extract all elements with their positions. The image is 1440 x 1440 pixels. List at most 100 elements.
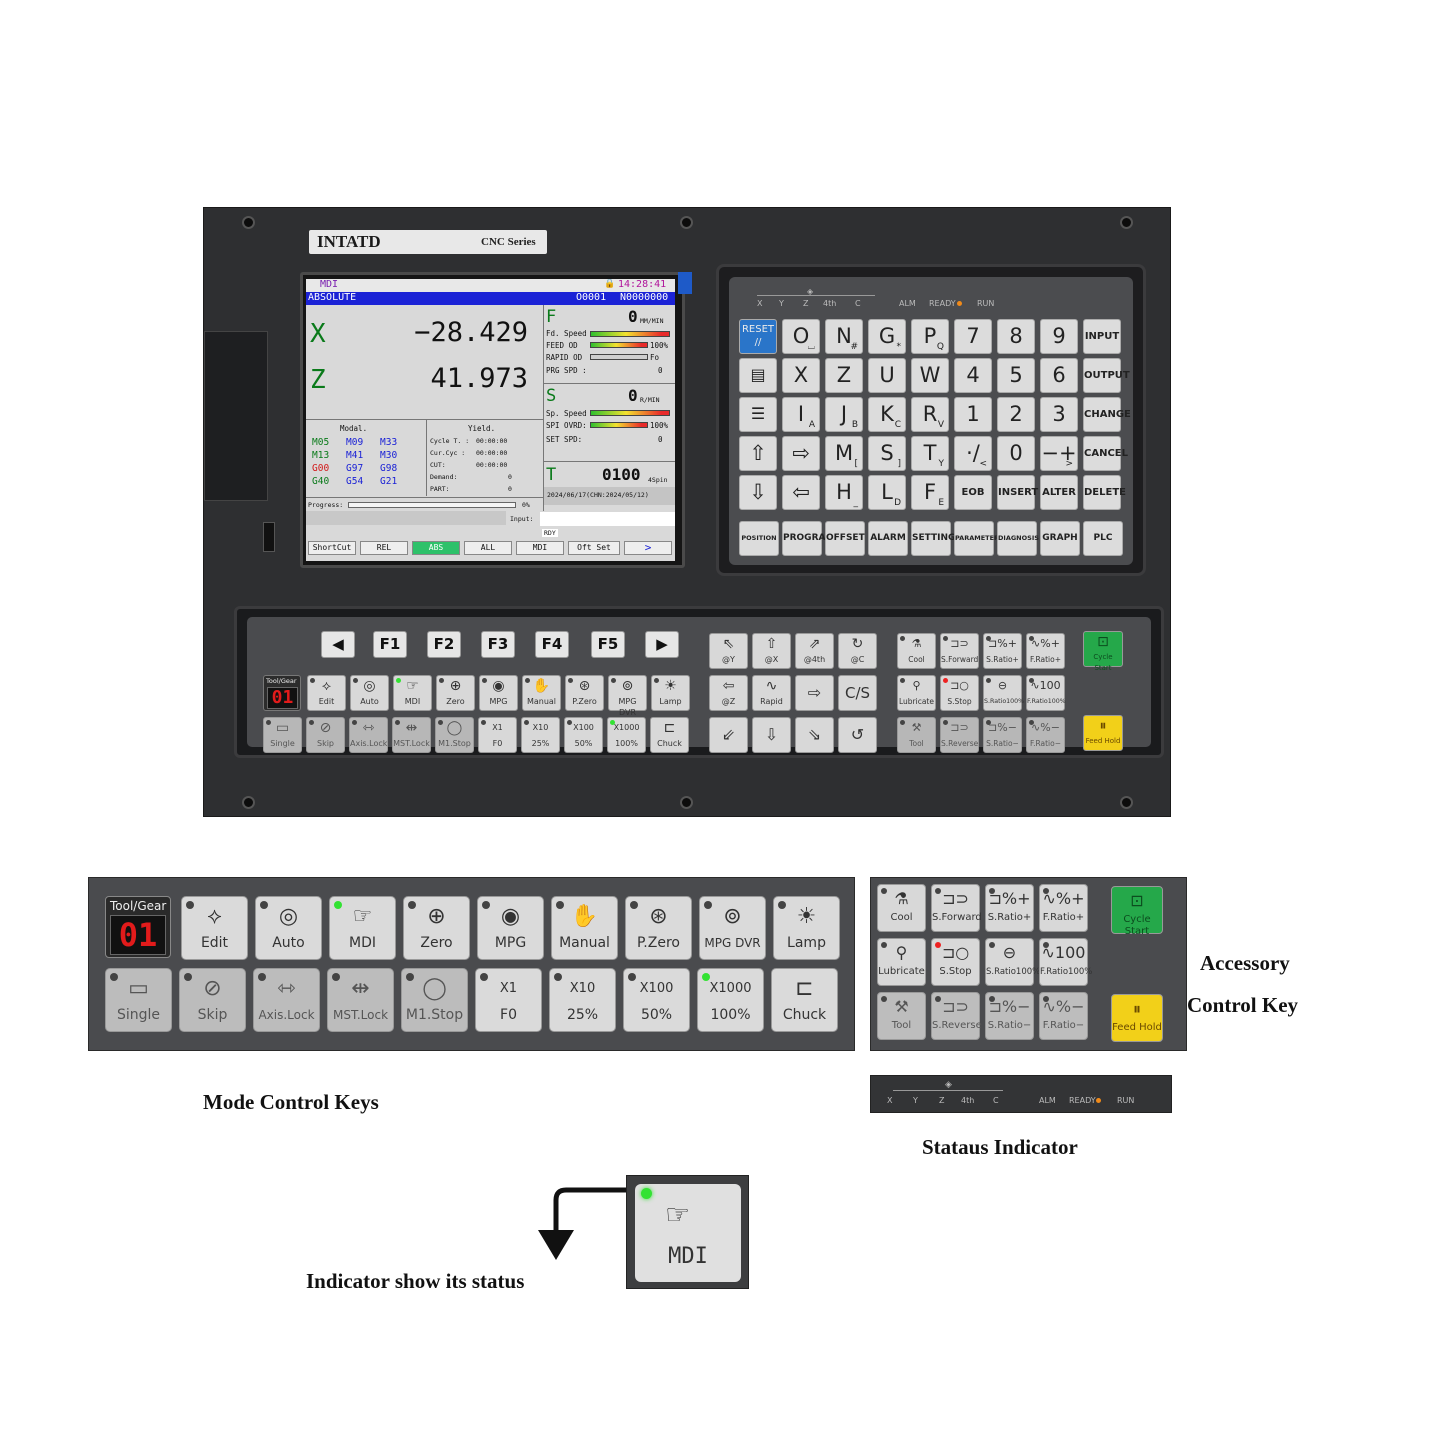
feed-hold-button[interactable]: ⏸Feed Hold — [1083, 715, 1123, 751]
mode-key-mpg[interactable]: ◉MPG — [479, 675, 518, 711]
accessory-key-large-f-ratio-[interactable]: ∿%+F.Ratio+ — [1039, 884, 1088, 932]
key-output[interactable]: OUTPUT — [1083, 358, 1130, 393]
page-icon[interactable]: ▤ — [739, 358, 777, 393]
accessory-key-large-s-stop[interactable]: ⊐○S.Stop — [931, 938, 980, 986]
key-cancel[interactable]: CANCEL — [1083, 436, 1128, 471]
mode-key-large-mpg-dvr[interactable]: ⊚MPG DVR — [699, 896, 766, 960]
key-x[interactable]: X — [782, 358, 820, 393]
key-u[interactable]: U — [868, 358, 906, 393]
mode-key-large-skip[interactable]: ⊘Skip — [179, 968, 246, 1032]
key-o[interactable]: O⌴ — [782, 319, 820, 354]
accessory-key-tool[interactable]: ⚒Tool — [897, 717, 936, 753]
key-n[interactable]: N# — [825, 319, 863, 354]
mode-key-large-zero[interactable]: ⊕Zero — [403, 896, 470, 960]
reset-key[interactable]: RESET// — [739, 319, 777, 354]
input-field[interactable] — [540, 512, 675, 526]
cycle-start-button-large[interactable]: ⊡Cycle Start — [1111, 886, 1163, 937]
jog-down-left-key[interactable]: ⇙ — [709, 717, 748, 753]
mode-key-chuck[interactable]: ⊏Chuck — [650, 717, 689, 753]
mode-key-large-manual[interactable]: ✋Manual — [551, 896, 618, 960]
key-2[interactable]: 2 — [997, 397, 1035, 432]
function-key-alarm[interactable]: ALARM — [868, 521, 908, 556]
accessory-key-large-tool[interactable]: ⚒Tool — [877, 992, 926, 1040]
mode-key-large-single[interactable]: ▭Single — [105, 968, 172, 1032]
softkey-rel[interactable]: REL — [360, 541, 408, 555]
mode-key-large-mpg[interactable]: ◉MPG — [477, 896, 544, 960]
accessory-key-large-cool[interactable]: ⚗Cool — [877, 884, 926, 932]
jog-y-plus-key[interactable]: ⇖@Y — [709, 633, 748, 669]
jog-x-minus-key[interactable]: ⇧@X — [752, 633, 791, 669]
softkey-mdi[interactable]: MDI — [516, 541, 564, 555]
function-key-position[interactable]: POSITION — [739, 521, 779, 556]
key-6[interactable]: 6 — [1040, 358, 1078, 393]
function-key-offset[interactable]: OFFSET — [825, 521, 865, 556]
key-input[interactable]: INPUT — [1083, 319, 1121, 354]
key-8[interactable]: 8 — [997, 319, 1035, 354]
key-delete[interactable]: DELETE — [1083, 475, 1126, 510]
mode-key-large-mst-lock[interactable]: ⇹MST.Lock — [327, 968, 394, 1032]
mode-key-mpg-dvr[interactable]: ⊚MPG DVR — [608, 675, 647, 717]
accessory-key-large-lubricate[interactable]: ⚲Lubricate — [877, 938, 926, 986]
jog-c-plus-key[interactable]: ↻@C — [838, 633, 877, 669]
mode-key-edit[interactable]: ⟡Edit — [307, 675, 346, 711]
accessory-key-large-s-reverse[interactable]: ⊐⊃S.Reverse — [931, 992, 982, 1040]
accessory-key-s-reverse[interactable]: ⊐⊃S.Reverse — [940, 717, 979, 753]
key-m[interactable]: M[ — [825, 436, 863, 471]
page-up-icon[interactable]: ⇧ — [739, 436, 777, 471]
key-z[interactable]: Z — [825, 358, 863, 393]
key-3[interactable]: 3 — [1040, 397, 1078, 432]
softkey-all[interactable]: ALL — [464, 541, 512, 555]
mode-key-m1-stop[interactable]: ◯M1.Stop — [435, 717, 474, 753]
fkey-f4[interactable]: F4 — [535, 631, 569, 658]
softkey-abs[interactable]: ABS — [412, 541, 460, 555]
accessory-key-lubricate[interactable]: ⚲Lubricate — [897, 675, 936, 711]
page-down-icon[interactable]: ⇩ — [739, 475, 777, 510]
mode-key-p-zero[interactable]: ⊛P.Zero — [565, 675, 604, 711]
key-w[interactable]: W — [911, 358, 949, 393]
mode-key-large-mdi[interactable]: ☞MDI — [329, 896, 396, 960]
key-change[interactable]: CHANGE — [1083, 397, 1131, 432]
mode-key-large-axis-lock[interactable]: ⇿Axis.Lock — [253, 968, 320, 1032]
function-key-parameter[interactable]: PARAMETER — [954, 521, 999, 556]
jog-4th-key[interactable]: ⇗@4th — [795, 633, 834, 669]
key-insert[interactable]: INSERT — [997, 475, 1038, 510]
key-g[interactable]: G* — [868, 319, 906, 354]
accessory-key-cool[interactable]: ⚗Cool — [897, 633, 936, 669]
key-xx[interactable]: ·/< — [954, 436, 992, 471]
mode-key-zero[interactable]: ⊕Zero — [436, 675, 475, 711]
accessory-key-large-s-forward[interactable]: ⊐⊃S.Forward — [931, 884, 982, 932]
accessory-key-s-stop[interactable]: ⊐○S.Stop — [940, 675, 979, 711]
mode-key-single[interactable]: ▭Single — [263, 717, 302, 753]
mode-key-large-auto[interactable]: ◎Auto — [255, 896, 322, 960]
key-s[interactable]: S] — [868, 436, 906, 471]
fkey-f3[interactable]: F3 — [481, 631, 515, 658]
accessory-key-f-ratio-[interactable]: ∿%+F.Ratio+ — [1026, 633, 1065, 669]
cs-key[interactable]: C/S — [838, 675, 877, 711]
key-1[interactable]: 1 — [954, 397, 992, 432]
function-key-plc[interactable]: PLC — [1083, 521, 1123, 556]
accessory-key-f-ratio-[interactable]: ∿%−F.Ratio− — [1026, 717, 1065, 753]
cycle-start-button[interactable]: ⊡Cycle Start — [1083, 631, 1123, 672]
cursor-right-icon[interactable]: ⇨ — [782, 436, 820, 471]
mode-key-large-p-zero[interactable]: ⊛P.Zero — [625, 896, 692, 960]
jog-x-plus-key[interactable]: ⇩ — [752, 717, 791, 753]
function-key-diagnosis[interactable]: DIAGNOSIS — [997, 521, 1039, 556]
jog-c-minus-key[interactable]: ↺ — [838, 717, 877, 753]
cursor-left-icon[interactable]: ⇦ — [782, 475, 820, 510]
door-latch[interactable] — [263, 522, 275, 552]
mode-key-large-lamp[interactable]: ☀Lamp — [773, 896, 840, 960]
softkey-offset[interactable]: Oft Set — [568, 541, 620, 555]
mode-key-mdi[interactable]: ☞MDI — [393, 675, 432, 711]
key-9[interactable]: 9 — [1040, 319, 1078, 354]
softkey-shortcut[interactable]: ShortCut — [308, 541, 356, 555]
